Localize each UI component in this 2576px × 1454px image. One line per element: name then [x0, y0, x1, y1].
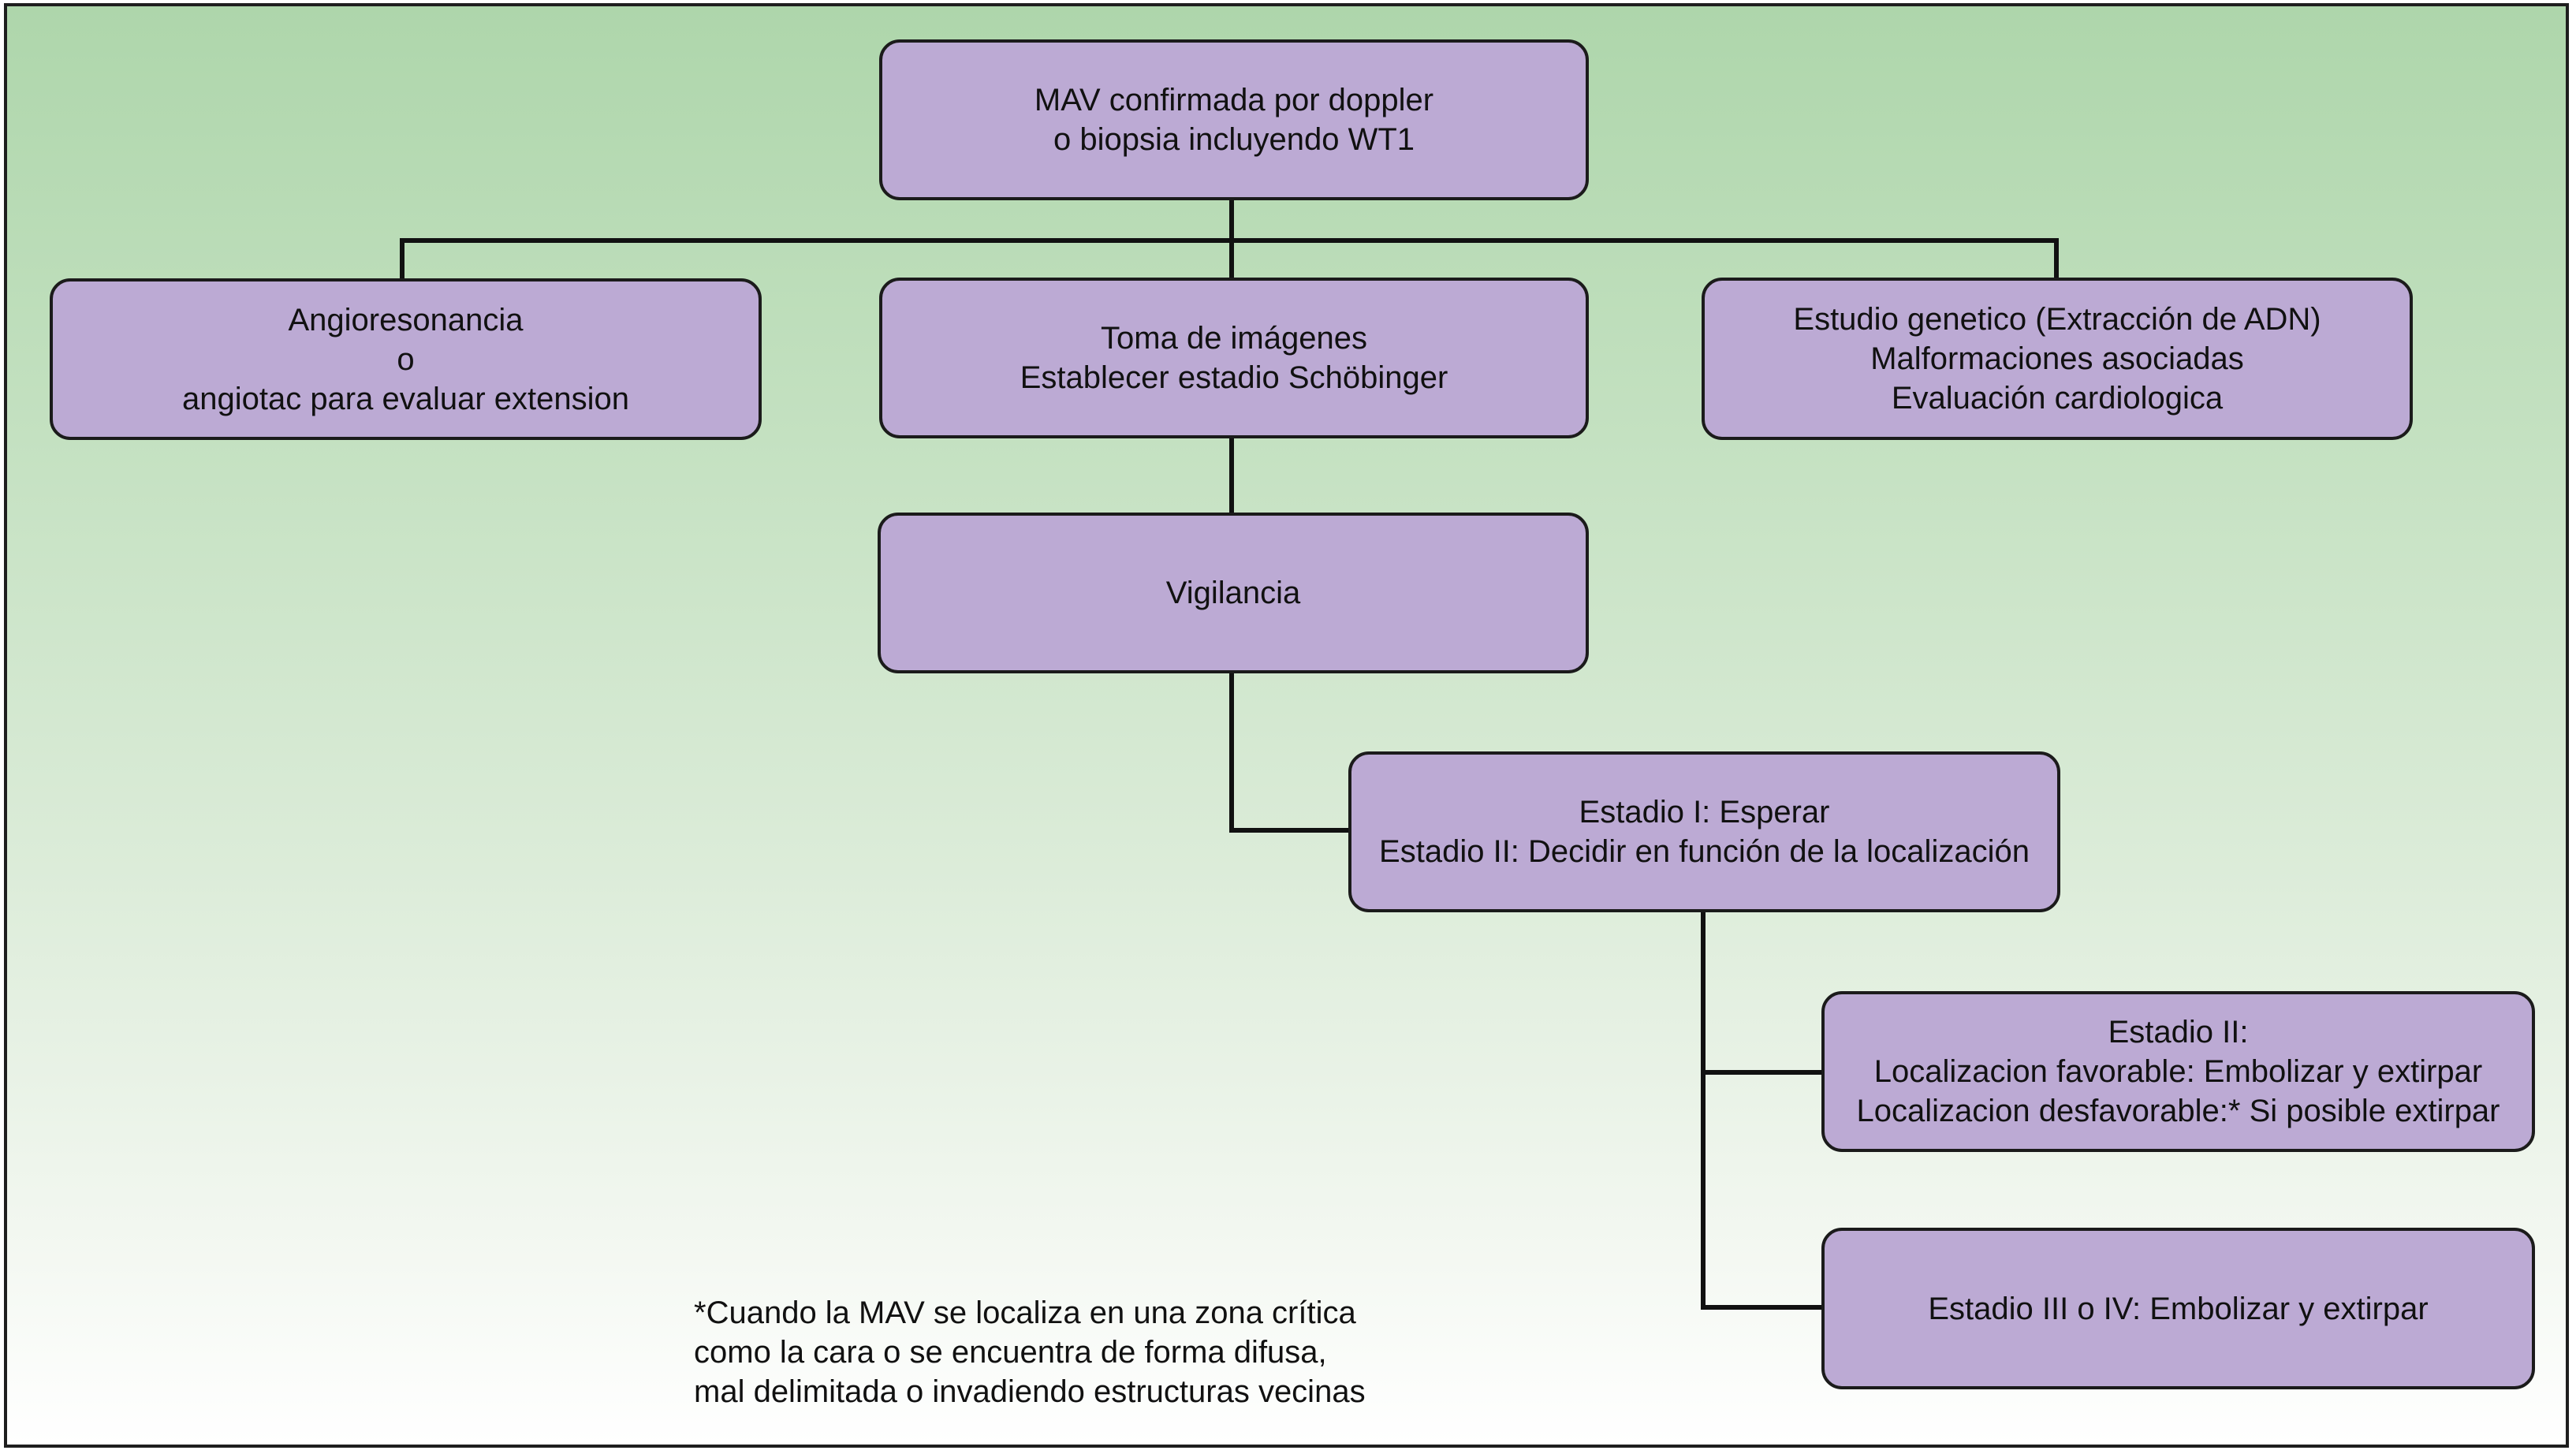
node-stage-1-2: Estadio I: Esperar Estadio II: Decidir e… [1348, 751, 2060, 912]
node-mav-confirmed-line-2: o biopsia incluyendo WT1 [1053, 122, 1415, 157]
node-surveillance-line-1: Vigilancia [1165, 576, 1301, 610]
node-angioresonance: Angioresonancia o angiotac para evaluar … [50, 278, 762, 440]
node-angioresonance-line-2: o [397, 341, 415, 377]
node-genetic-study-line-1: Estudio genetico (Extracción de ADN) [1793, 302, 2321, 337]
node-mav-confirmed: MAV confirmada por doppler o biopsia inc… [879, 39, 1589, 200]
node-stage-1-2-line-1: Estadio I: Esperar [1579, 795, 1830, 830]
node-genetic-study-line-3: Evaluación cardiologica [1891, 381, 2224, 416]
node-angioresonance-line-3: angiotac para evaluar extension [181, 381, 630, 416]
node-stage-3-4-line-1: Estadio III o IV: Embolizar y extirpar [1928, 1291, 2429, 1326]
node-imaging-line-1: Toma de imágenes [1101, 321, 1367, 356]
node-imaging-line-2: Establecer estadio Schöbinger [1020, 360, 1448, 395]
node-stage-2: Estadio II: Localizacion favorable: Embo… [1821, 991, 2535, 1152]
node-genetic-study-line-2: Malformaciones asociadas [1870, 341, 2244, 376]
node-stage-2-line-2: Localizacion favorable: Embolizar y exti… [1873, 1054, 2483, 1089]
node-surveillance: Vigilancia [878, 513, 1589, 673]
node-mav-confirmed-line-1: MAV confirmada por doppler [1034, 83, 1434, 117]
footnote-line-2: como la cara o se encuentra de forma dif… [694, 1335, 1327, 1370]
footnote-line-3: mal delimitada o invadiendo estructuras … [694, 1374, 1366, 1409]
node-genetic-study: Estudio genetico (Extracción de ADN) Mal… [1702, 278, 2413, 440]
flowchart-frame [4, 3, 2569, 1448]
node-angioresonance-line-1: Angioresonancia [288, 302, 524, 337]
footnote: *Cuando la MAV se localiza en una zona c… [694, 1293, 1366, 1411]
node-imaging: Toma de imágenes Establecer estadio Schö… [879, 278, 1589, 438]
node-stage-3-4: Estadio III o IV: Embolizar y extirpar [1821, 1228, 2535, 1389]
footnote-line-1: *Cuando la MAV se localiza en una zona c… [694, 1296, 1356, 1330]
node-stage-2-line-1: Estadio II: [2108, 1015, 2249, 1049]
node-stage-2-line-3: Localizacion desfavorable:* Si posible e… [1856, 1094, 2500, 1128]
node-stage-1-2-line-2: Estadio II: Decidir en función de la loc… [1379, 834, 2030, 869]
